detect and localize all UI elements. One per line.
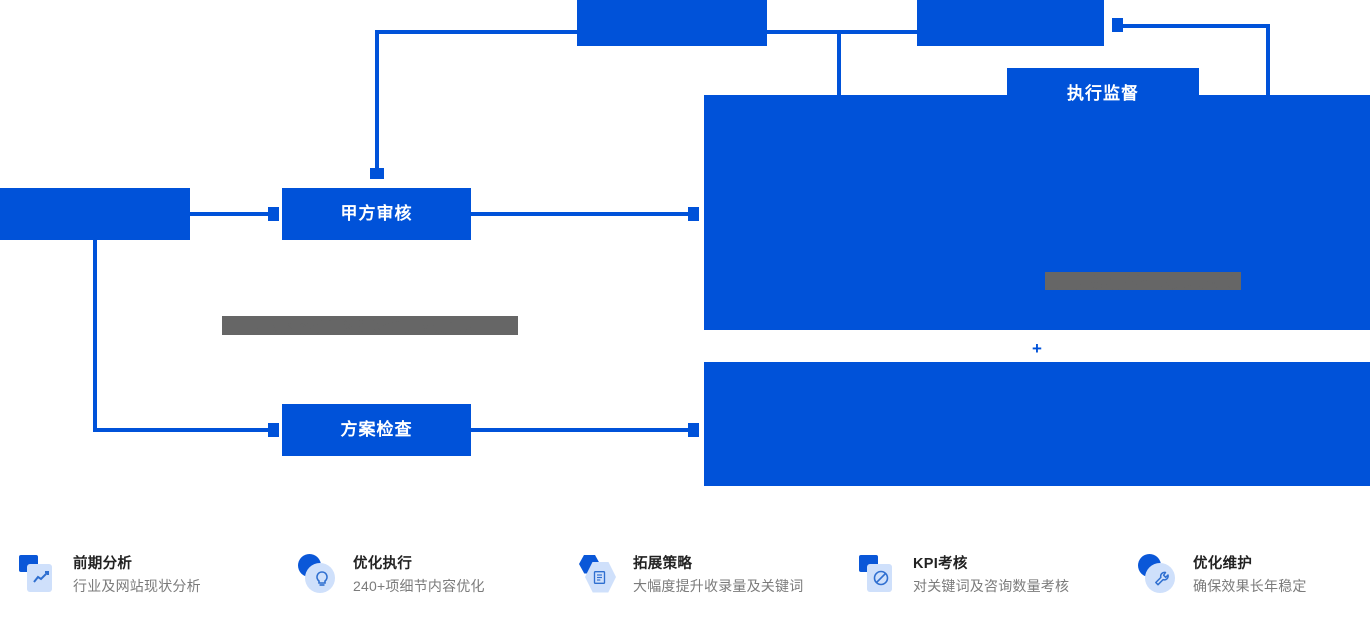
connector-left-down bbox=[93, 236, 97, 432]
feature-strip: 前期分析 行业及网站现状分析 优化执行 240+项细节内容优化 bbox=[0, 528, 1370, 619]
feature-title-0: 前期分析 bbox=[73, 555, 133, 572]
feature-item-0[interactable]: 前期分析 行业及网站现状分析 bbox=[0, 552, 280, 596]
connector-review-to-panel bbox=[471, 212, 699, 216]
arrowhead-panel-lower bbox=[688, 423, 699, 437]
connector-topmid-right bbox=[375, 30, 579, 34]
redaction-right: 第三方数据监控与效果分析定期汇报 bbox=[1045, 272, 1241, 290]
feature-subtitle-0: 行业及网站现状分析 bbox=[73, 577, 201, 594]
arrowhead-topright-tail bbox=[1112, 18, 1123, 32]
feature-subtitle-4: 确保效果长年稳定 bbox=[1193, 577, 1307, 594]
arrowhead-panel-upper bbox=[688, 207, 699, 221]
connector-check-to-panel bbox=[471, 428, 699, 432]
flowchart-stage: 甲方审核 方案检查 执行监督 + 客户方案内容确认沟通及意见反馈记录 第三方数据… bbox=[0, 0, 1370, 486]
node-top-mid-offscreen[interactable] bbox=[577, 0, 767, 46]
connector-topright-down bbox=[837, 30, 841, 96]
feature-subtitle-1: 240+项细节内容优化 bbox=[353, 577, 485, 594]
feature-item-2[interactable]: 拓展策略 大幅度提升收录量及关键词 bbox=[560, 552, 840, 596]
redaction-left: 客户方案内容确认沟通及意见反馈记录 bbox=[222, 316, 518, 335]
connector-left-to-check bbox=[93, 428, 275, 432]
node-party-a-review[interactable]: 甲方审核 bbox=[282, 188, 471, 240]
feature-title-3: KPI考核 bbox=[913, 555, 968, 572]
connector-topmid-down bbox=[375, 30, 379, 170]
arrowhead-check-left bbox=[268, 423, 279, 437]
lightbulb-icon bbox=[298, 553, 340, 595]
feature-item-3[interactable]: KPI考核 对关键词及咨询数量考核 bbox=[840, 552, 1120, 596]
feature-title-4: 优化维护 bbox=[1193, 555, 1253, 572]
connector-topright-left bbox=[765, 30, 920, 34]
node-big-panel-upper[interactable] bbox=[704, 95, 1370, 330]
feature-item-1[interactable]: 优化执行 240+项细节内容优化 bbox=[280, 552, 560, 596]
wrench-icon bbox=[1138, 553, 1180, 595]
node-left-offscreen[interactable] bbox=[0, 188, 190, 240]
feature-item-4[interactable]: 优化维护 确保效果长年稳定 bbox=[1120, 552, 1370, 596]
node-plan-check[interactable]: 方案检查 bbox=[282, 404, 471, 456]
feature-subtitle-2: 大幅度提升收录量及关键词 bbox=[633, 577, 804, 594]
node-party-a-review-label: 甲方审核 bbox=[340, 203, 413, 223]
panel-expand-plus-icon[interactable]: + bbox=[1032, 339, 1042, 358]
node-plan-check-label: 方案检查 bbox=[340, 419, 413, 439]
feature-title-2: 拓展策略 bbox=[633, 555, 693, 572]
arrowhead-review-top bbox=[370, 168, 384, 179]
node-big-panel-lower[interactable] bbox=[704, 362, 1370, 486]
node-execution-supervision-label: 执行监督 bbox=[1067, 83, 1139, 103]
node-top-right-offscreen[interactable] bbox=[917, 0, 1104, 46]
connector-left-to-review bbox=[190, 212, 275, 216]
chart-line-icon bbox=[18, 553, 60, 595]
node-execution-supervision[interactable]: 执行监督 bbox=[1007, 68, 1199, 120]
arrowhead-review-left bbox=[268, 207, 279, 221]
feature-subtitle-3: 对关键词及咨询数量考核 bbox=[913, 577, 1070, 594]
target-icon bbox=[858, 553, 900, 595]
connector-tail-down bbox=[1266, 24, 1270, 98]
feature-title-1: 优化执行 bbox=[353, 555, 413, 572]
connector-topright-tail bbox=[1115, 24, 1270, 28]
document-icon bbox=[578, 553, 620, 595]
